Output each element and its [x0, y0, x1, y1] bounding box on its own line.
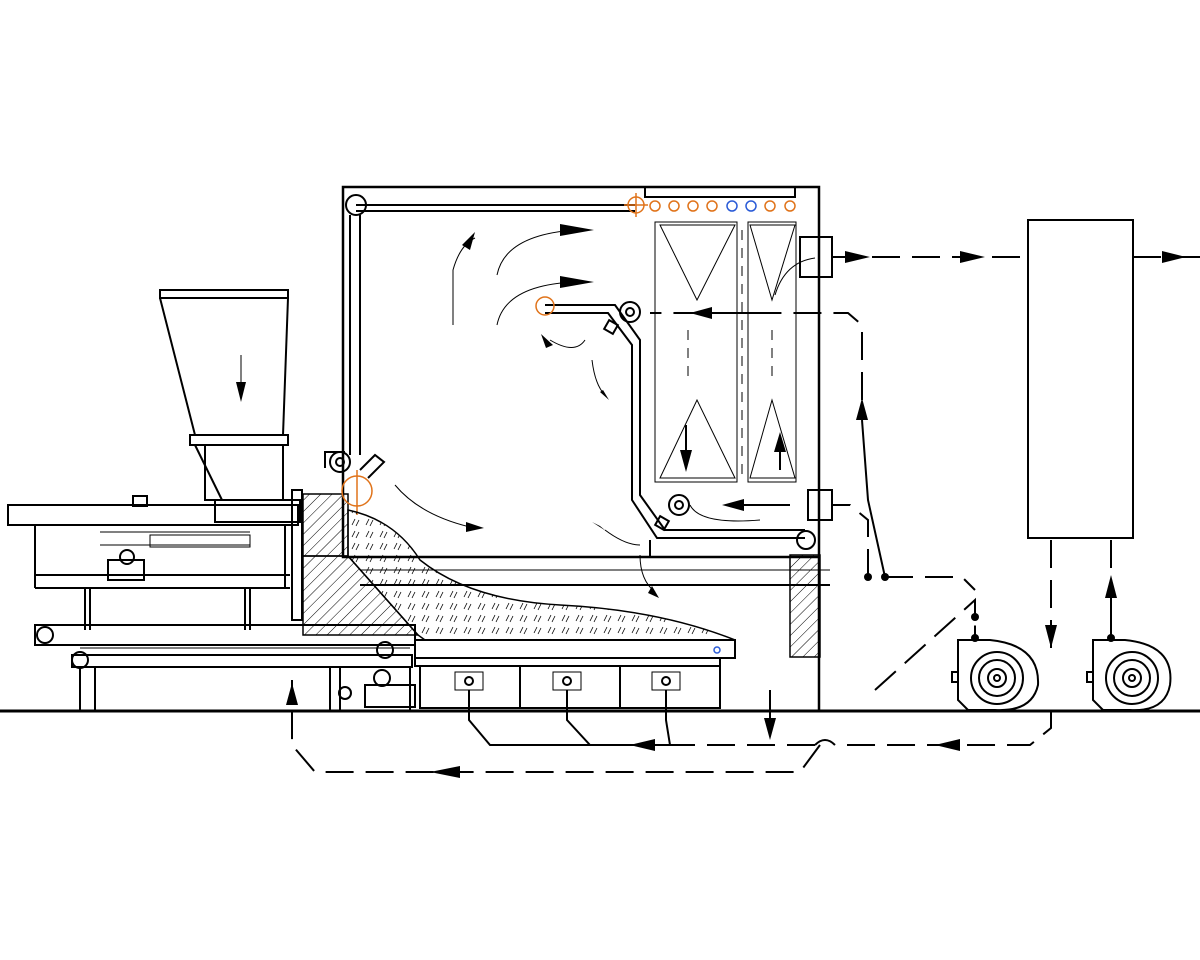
air-supply-route — [286, 312, 1115, 778]
tube-header — [624, 186, 796, 217]
rear-support — [789, 554, 821, 658]
inner-tube-loop — [535, 296, 816, 550]
grate-conveyor — [414, 639, 736, 667]
furnace-chamber — [341, 185, 830, 586]
flue-gas-unit — [1027, 219, 1134, 539]
fuel-hopper — [159, 289, 289, 501]
flow-arrows — [394, 224, 816, 598]
tube-bank — [654, 221, 797, 483]
blower-fan-1 — [951, 639, 1040, 712]
front-wall — [291, 451, 420, 636]
flue-gas-route — [832, 251, 1200, 650]
feeder-conveyor — [7, 495, 301, 630]
air-boxes — [419, 665, 721, 709]
fuel-bed — [347, 509, 736, 641]
lower-conveyor-frame — [34, 624, 416, 710]
blower-fan-2 — [1086, 639, 1172, 712]
flue-outlet-top — [799, 236, 833, 278]
